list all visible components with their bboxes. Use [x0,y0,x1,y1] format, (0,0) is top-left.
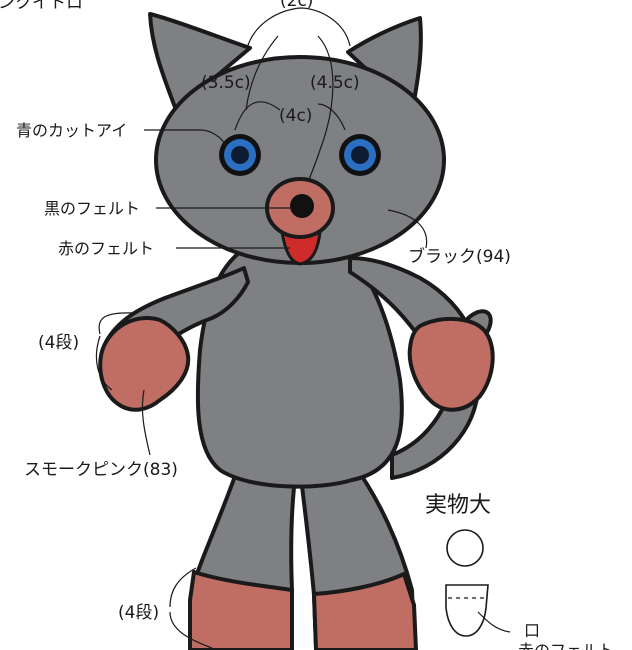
left-eye [219,134,261,176]
mouth-material-label: 赤のフェルト [518,641,614,650]
nose-material-label: 黒のフェルト [44,199,140,218]
right-paw [407,316,495,412]
paw-rows-leader [95,312,135,391]
top-count-label: (2c) [280,0,313,11]
nose [290,194,314,218]
right-foot [312,572,418,650]
eye-count-arc-2 [317,103,346,131]
left-paw [98,316,191,412]
foot-rows-label: (4段) [118,603,159,623]
body-color-label: ブラック(94) [408,246,511,267]
right-eye [339,134,381,176]
paw-color-leader [141,389,151,456]
paw-color-label: スモークピンク(83) [24,460,178,480]
ear-count-line [245,35,279,111]
paw-rows-label: (4段) [38,333,79,353]
actual-size-circle [446,529,484,567]
tongue [280,230,322,266]
eye-gap-count-label: (4c) [279,106,312,126]
center-count-line [307,35,334,183]
body-color-leader [387,209,428,249]
eye-count-arc [234,101,281,131]
mouth-piece [445,584,489,637]
mouth-leader [477,611,511,633]
left-eye-count-label: (3.5c) [201,73,251,93]
mouth-label: 口 [524,621,540,640]
top-count-arc [246,7,351,49]
right-eye-count-label: (4.5c) [310,73,360,93]
actual-size-label: 実物大 [425,493,491,518]
tongue-material-label: 赤のフェルト [58,239,154,258]
eye-material-label: 青のカットアイ [16,121,127,140]
top-partial-label: ンクイトロ [0,0,83,13]
eye-leader [144,129,227,147]
left-foot [188,570,294,650]
foot-rows-leader [169,567,213,649]
